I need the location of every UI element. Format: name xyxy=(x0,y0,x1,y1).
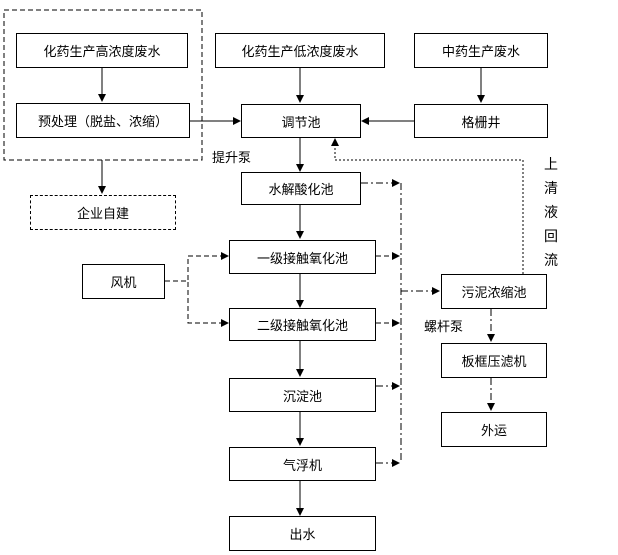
hydrolysis-acidification-tank-box: 水解酸化池 xyxy=(241,172,361,205)
supernatant-char-1: 上 xyxy=(544,157,558,173)
supernatant-return-label: 上 清 液 回 流 xyxy=(543,153,559,273)
primary-contact-oxidation-box: 一级接触氧化池 xyxy=(229,240,376,274)
sludge-thickener-box: 污泥浓缩池 xyxy=(441,274,547,309)
blower-box: 风机 xyxy=(82,264,165,299)
sedimentation-tank-box: 沉淀池 xyxy=(229,378,376,412)
air-line-to-contact2 xyxy=(165,280,229,327)
filter-press-box: 板框压滤机 xyxy=(441,343,547,378)
lift-pump-label: 提升泵 xyxy=(212,151,252,166)
supernatant-return-line xyxy=(331,138,524,274)
low-concentration-wastewater-box: 化药生产低浓度废水 xyxy=(215,33,385,68)
self-built-box: 企业自建 xyxy=(30,195,176,230)
pretreatment-group-border xyxy=(3,9,203,161)
pretreatment-box: 预处理（脱盐、浓缩） xyxy=(16,103,190,138)
regulating-tank-box: 调节池 xyxy=(241,104,361,138)
effluent-box: 出水 xyxy=(229,516,376,551)
screw-pump-label: 螺杆泵 xyxy=(424,320,464,335)
secondary-contact-oxidation-box: 二级接触氧化池 xyxy=(229,308,376,341)
supernatant-char-3: 液 xyxy=(544,205,558,221)
grille-well-box: 格栅井 xyxy=(414,104,548,138)
air-line-to-contact1 xyxy=(165,252,229,282)
supernatant-char-2: 清 xyxy=(544,181,558,197)
transport-out-box: 外运 xyxy=(441,412,547,447)
high-concentration-wastewater-box: 化药生产高浓度废水 xyxy=(16,33,188,68)
supernatant-char-5: 流 xyxy=(544,253,558,269)
tcm-wastewater-box: 中药生产废水 xyxy=(414,33,548,68)
air-flotation-machine-box: 气浮机 xyxy=(229,447,376,481)
supernatant-char-4: 回 xyxy=(544,229,558,245)
